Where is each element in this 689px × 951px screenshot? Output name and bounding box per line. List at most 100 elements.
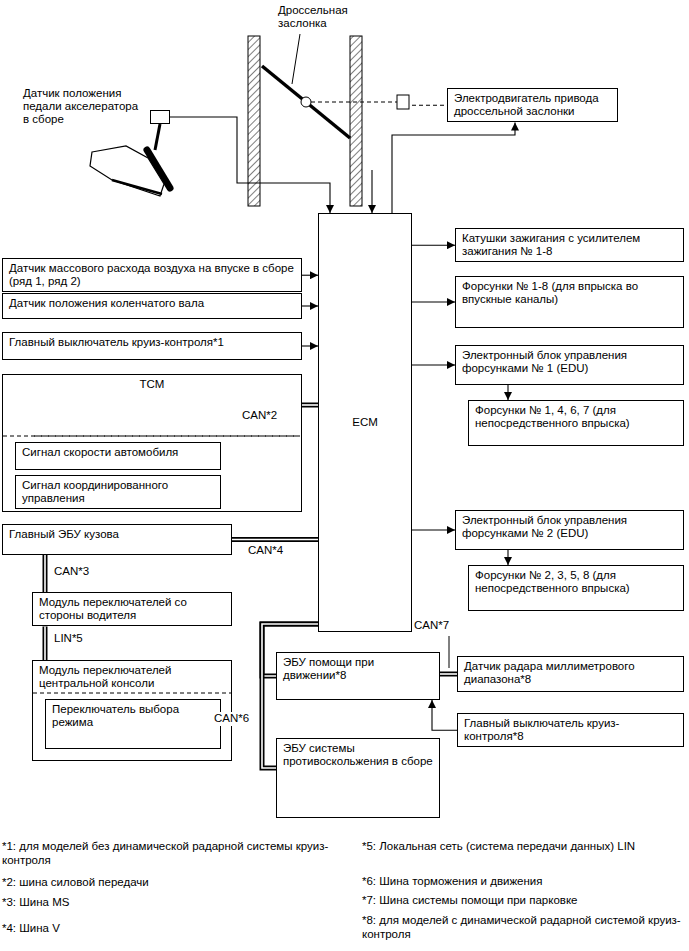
connector-path — [412, 529, 455, 530]
bus-gap — [440, 673, 457, 675]
connector-path — [302, 305, 318, 306]
node-text: Форсунки № 2, 3, 5, 8 (для непосредствен… — [469, 566, 683, 598]
node-text: Катушки зажигания с усилителем зажигания… — [456, 229, 683, 261]
leader-line — [449, 636, 450, 668]
component-box: Сигнал скорости автомобиля — [15, 442, 221, 470]
component-box: Катушки зажигания с усилителем зажигания… — [455, 228, 684, 262]
node-text: Сигнал скорости автомобиля — [16, 443, 220, 462]
bus-label: CAN*2 — [240, 409, 279, 423]
node-text: Переключатель выбора режима — [46, 700, 220, 732]
throttle-pivot — [301, 97, 311, 107]
connector-path — [412, 105, 447, 106]
signal-arrow — [412, 105, 447, 106]
node-text: Сигнал координированного управления — [16, 476, 220, 508]
pedal-sensor: Датчик положения педали акселератора в с… — [150, 110, 170, 124]
bus-line — [440, 674, 457, 675]
node-text: Главный выключатель круиз-контроля*8 — [458, 714, 683, 746]
throttle-wall — [248, 36, 260, 206]
bus-label: CAN*4 — [246, 544, 285, 558]
bus-label: CAN*6 — [212, 712, 251, 726]
throttle-shaft — [311, 102, 397, 103]
bus-gap — [44, 626, 46, 660]
signal-arrow — [412, 365, 455, 366]
component-box: ЭБУ помощи при движении*8 — [276, 652, 440, 700]
accelerator-pedal — [90, 124, 170, 196]
ecm-box: ECM — [318, 213, 412, 632]
node-text: Электронный блок управления форсунками №… — [456, 346, 683, 378]
connector-path — [412, 301, 455, 302]
node-text: ECM — [346, 413, 384, 432]
node-text: Датчик положения педали акселератора в с… — [23, 87, 141, 127]
signal-arrow — [372, 170, 373, 213]
node-text: ЭБУ помощи при движении*8 — [277, 653, 439, 685]
bus-gap — [44, 555, 46, 592]
bus-line — [232, 539, 318, 540]
node-text: Главный выключатель круиз-контроля*1 — [3, 333, 301, 352]
connector-path — [507, 550, 508, 565]
throttle-plate — [262, 66, 350, 138]
component-box: Форсунки № 1-8 (для впрыска во впускные … — [455, 276, 684, 328]
signal-arrow — [412, 245, 455, 246]
node-text: Датчик массового расхода воздуха на впус… — [3, 259, 301, 291]
node-text: Модуль переключателей центральной консол… — [33, 661, 231, 693]
node-text: Дроссельная заслонка — [278, 4, 370, 30]
signal-arrow — [302, 275, 318, 276]
signal-arrow — [508, 385, 509, 400]
bus-label: CAN*7 — [412, 619, 451, 633]
node-text: ЭБУ системы противоскольжения в сборе — [277, 739, 439, 771]
footnote: *3: Шина MS — [2, 896, 347, 910]
shoe-sole — [112, 180, 162, 194]
leader-line — [292, 34, 300, 84]
bus-outline — [43, 555, 48, 592]
footnote: *8: для моделей с динамической радарной … — [362, 914, 684, 942]
throttle-valve: Дроссельная заслонка — [240, 0, 412, 170]
component-box: Датчик положения коленчатого вала — [2, 293, 302, 319]
node-text: Датчик положения коленчатого вала — [3, 294, 301, 313]
connector-path — [392, 122, 515, 213]
component-box: Модуль переключателей со стороны водител… — [32, 592, 232, 626]
node-text: Электронный блок управления форсунками №… — [456, 511, 683, 543]
actuator-box: Электродвигатель привода дроссельной зас… — [447, 88, 618, 122]
bus-gap — [302, 404, 318, 406]
node-text: Главный ЭБУ кузова — [3, 525, 231, 544]
node-text: Датчик радара миллиметрового диапазона*8 — [458, 657, 683, 689]
throttle-body — [248, 34, 409, 206]
component-box: Главный ЭБУ кузова — [2, 524, 232, 555]
switch-module: Модуль переключателей центральной консол… — [32, 660, 232, 761]
component-box: Электронный блок управления форсунками №… — [455, 345, 684, 385]
node-text: Электродвигатель привода дроссельной зас… — [448, 89, 617, 121]
component-box: Сигнал координированного управления — [15, 475, 221, 509]
connector-path — [371, 170, 372, 213]
bus-outline — [302, 403, 318, 408]
component-box: Электронный блок управления форсунками №… — [455, 510, 684, 550]
bus-gap — [232, 539, 318, 541]
node-text: Форсунки № 1, 4, 6, 7 (для непосредствен… — [469, 401, 683, 433]
connector-path — [302, 345, 318, 346]
connector-path — [507, 385, 508, 400]
component-box: ЭБУ системы противоскольжения в сборе — [276, 738, 440, 818]
node-text: TCM — [3, 375, 301, 394]
node-text: Форсунки № 1-8 (для впрыска во впускные … — [456, 277, 683, 309]
signal-arrow — [170, 117, 330, 213]
signal-arrow — [412, 530, 455, 531]
throttle-wall — [350, 36, 362, 206]
driver-foot — [90, 146, 164, 196]
signal-arrow — [432, 700, 457, 730]
connector-path — [412, 364, 455, 365]
component-box: Главный выключатель круиз-контроля*8 — [457, 713, 684, 747]
bus-outline — [232, 537, 318, 542]
component-box: Переключатель выбора режима — [45, 699, 221, 749]
connector-path — [170, 117, 330, 213]
pedal-arm — [155, 124, 160, 150]
bus-label: CAN*3 — [52, 565, 91, 579]
footnote: *1: для моделей без динамической радарно… — [2, 840, 347, 868]
component-box: Форсунки № 1, 4, 6, 7 (для непосредствен… — [468, 400, 684, 446]
connector-path — [302, 275, 318, 276]
component-box: Форсунки № 2, 3, 5, 8 (для непосредствен… — [468, 565, 684, 611]
component-box: Датчик радара миллиметрового диапазона*8 — [457, 656, 684, 692]
signal-arrow — [302, 346, 318, 347]
signal-arrow — [392, 122, 515, 213]
bus-label: LIN*5 — [52, 632, 85, 646]
connector-path — [412, 245, 455, 246]
